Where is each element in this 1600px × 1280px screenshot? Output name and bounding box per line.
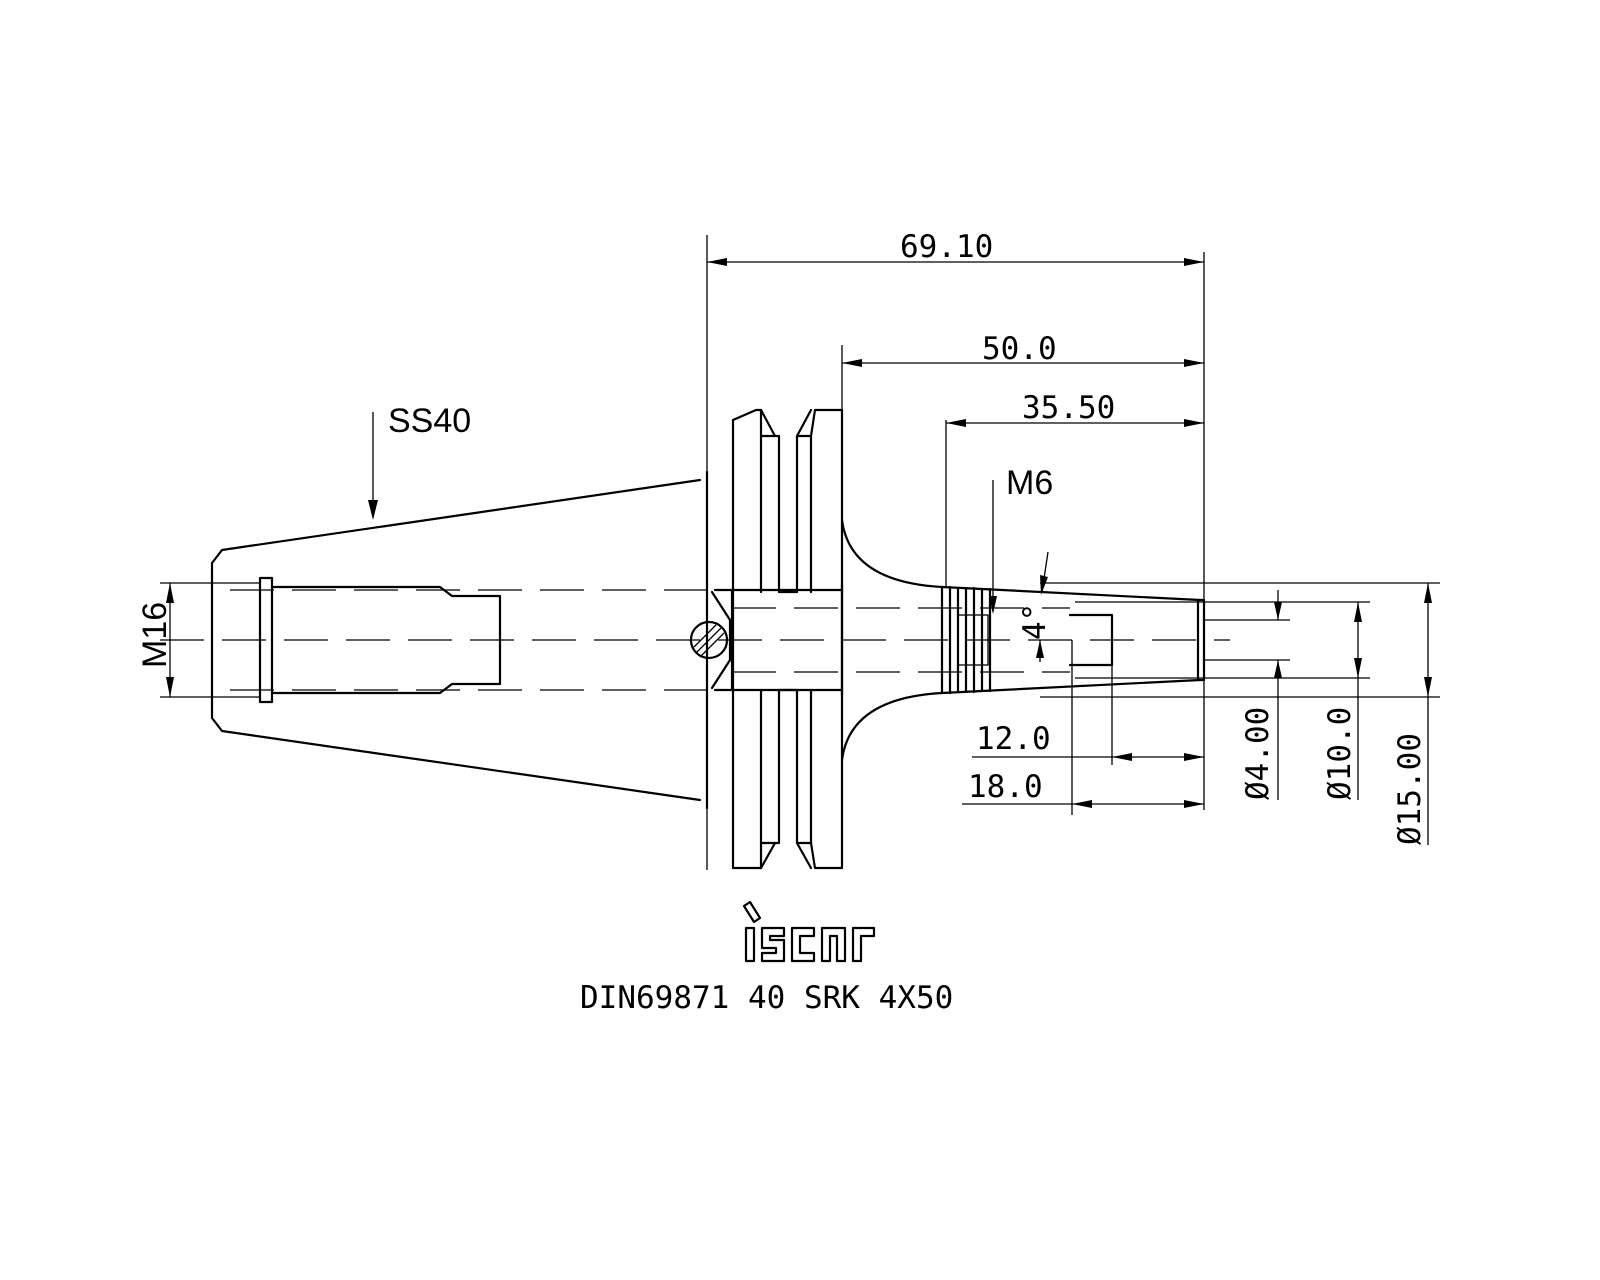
dim-nose-length: 35.50: [1022, 390, 1115, 426]
part-number: DIN69871 40 SRK 4X50: [580, 980, 953, 1016]
dimension-lines: [160, 235, 1440, 870]
iscar-logo: [742, 900, 876, 963]
dimension-labels: 69.10 50.0 35.50 12.0 18.0 Ø4.00 Ø10.0 Ø…: [136, 229, 1428, 845]
label-thread-front: M6: [1006, 464, 1053, 502]
dim-dia-4: Ø4.00: [1240, 707, 1276, 800]
dim-angle: 4°: [1017, 603, 1053, 640]
label-taper: SS40: [388, 402, 471, 440]
dim-length-18: 18.0: [968, 769, 1043, 805]
dim-length-12: 12.0: [976, 721, 1051, 757]
centerlines: [160, 589, 1230, 691]
dim-overall-length: 69.10: [900, 229, 993, 265]
dim-dia-15: Ø15.00: [1392, 733, 1428, 845]
label-thread-rear: M16: [136, 602, 174, 668]
dim-dia-10: Ø10.0: [1322, 707, 1358, 800]
tool-holder-outline: [210, 408, 1206, 870]
dim-gauge-to-tip: 50.0: [982, 331, 1057, 367]
